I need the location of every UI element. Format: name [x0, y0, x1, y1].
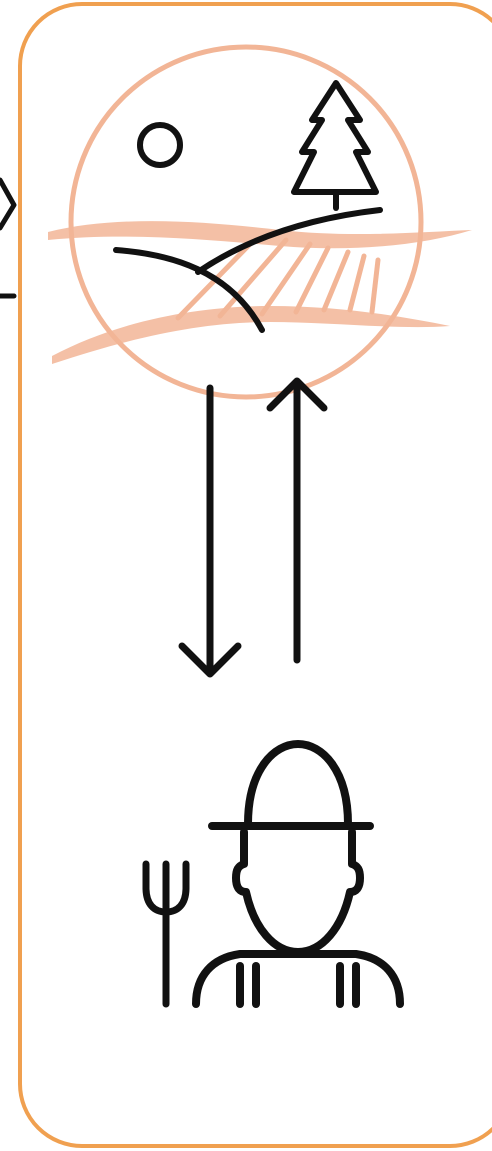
upper-brush-band	[48, 221, 472, 248]
sun-icon	[140, 125, 180, 165]
hat-crown	[248, 744, 348, 824]
up-arrow-icon	[270, 381, 324, 660]
connector-arrowhead-icon	[0, 180, 14, 228]
pine-tree-icon	[294, 83, 376, 208]
incoming-connector	[0, 180, 14, 296]
shoulders	[196, 954, 400, 1004]
head	[236, 832, 360, 952]
landscape-icon	[48, 47, 472, 397]
pitchfork-icon	[146, 864, 186, 1004]
exchange-arrows	[182, 381, 324, 674]
down-arrow-icon	[182, 388, 238, 674]
farmer-icon	[196, 744, 400, 1004]
